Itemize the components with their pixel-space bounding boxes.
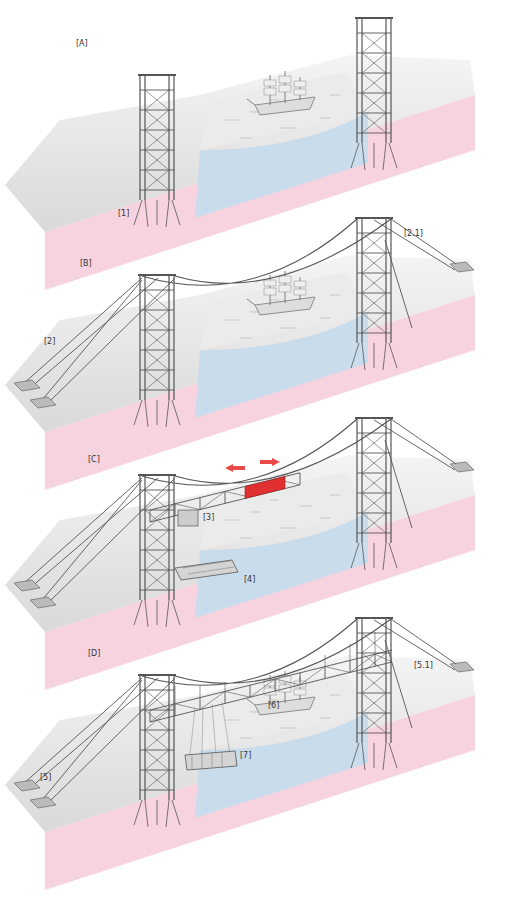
stage-letter: [B]	[80, 260, 92, 268]
callout-number: [1]	[118, 210, 129, 218]
callout-number: [4]	[244, 576, 255, 584]
callout-number: [2.1]	[404, 230, 423, 238]
stage-letter: [C]	[88, 456, 100, 464]
callout-number: [7]	[240, 752, 251, 760]
callout-number: [6]	[268, 702, 279, 710]
callout-number: [5]	[40, 774, 51, 782]
stage-letter: [A]	[76, 40, 88, 48]
callout-number: [3]	[203, 514, 214, 522]
callout-number: [5.1]	[414, 662, 433, 670]
stage-letter: [D]	[88, 650, 100, 658]
callout-number: [2]	[44, 338, 55, 346]
